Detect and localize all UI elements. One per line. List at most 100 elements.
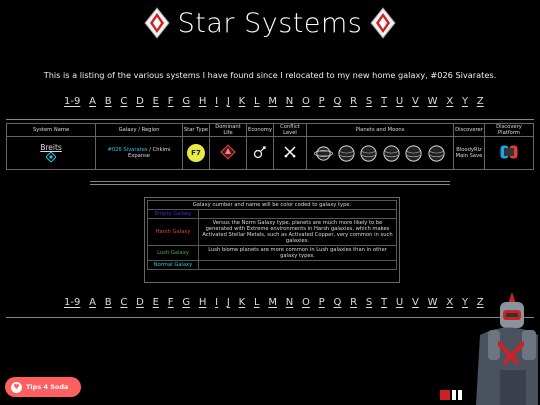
planet-icon[interactable] xyxy=(382,144,401,163)
col-discoverer: Discoverer xyxy=(453,123,485,137)
galaxy-region-cell: #026 Sivarates / Chkimi Expanse xyxy=(95,136,183,170)
economy-cell xyxy=(246,136,274,170)
alphabet-link[interactable]: K xyxy=(238,297,246,308)
alphabet-link[interactable]: V xyxy=(412,96,419,107)
region-separator: / xyxy=(147,147,153,153)
alphabet-link[interactable]: B xyxy=(104,96,112,107)
dominant-life-cell xyxy=(209,136,247,170)
planet-icon[interactable] xyxy=(359,144,378,163)
vykeen-icon xyxy=(220,144,236,160)
alphabet-link[interactable]: R xyxy=(350,96,358,107)
alphabet-link[interactable]: G xyxy=(182,96,191,107)
legend-desc: Versus the Norm Galaxy type, planets are… xyxy=(198,218,397,246)
alphabet-link[interactable]: N xyxy=(285,96,294,107)
alphabet-link[interactable]: B xyxy=(104,297,112,308)
alphabet-link[interactable]: P xyxy=(318,297,325,308)
region-name: Chkimi Expanse xyxy=(127,147,171,159)
tips-label: Tips 4 Soda xyxy=(26,383,69,391)
alphabet-link[interactable]: Z xyxy=(476,297,484,308)
planet-icon[interactable] xyxy=(337,144,356,163)
system-name-link[interactable]: Breits xyxy=(40,142,62,152)
legend-table: Galaxy number and name will be color cod… xyxy=(147,200,397,270)
alphabet-link[interactable]: C xyxy=(120,96,128,107)
alphabet-link[interactable]: I xyxy=(215,96,219,107)
page-title: Star Systems xyxy=(177,7,363,39)
alphabet-link[interactable]: E xyxy=(152,297,159,308)
planets-moons-cell xyxy=(306,136,454,170)
conflict-level-cell xyxy=(273,136,307,170)
legend-desc xyxy=(198,260,397,270)
alphabet-link[interactable]: H xyxy=(198,96,207,107)
col-galaxy-region: Galaxy / Region xyxy=(95,123,183,137)
alphabet-link[interactable]: F xyxy=(167,96,174,107)
alphabet-link[interactable]: N xyxy=(285,297,294,308)
table-header-row: System Name Galaxy / Region Star Type Do… xyxy=(6,123,534,137)
discoverer-save: Main Save xyxy=(455,153,483,159)
alphabet-link[interactable]: U xyxy=(395,96,404,107)
legend-header-row: Galaxy number and name will be color cod… xyxy=(147,200,397,210)
col-system-name: System Name xyxy=(6,123,96,137)
legend-label-lush: Lush Galaxy xyxy=(147,245,199,261)
alphabet-link[interactable]: Q xyxy=(333,96,342,107)
alphabet-link[interactable]: L xyxy=(253,96,260,107)
alphabet-link[interactable]: Z xyxy=(476,96,484,107)
alphabet-link[interactable]: X xyxy=(446,297,454,308)
alphabet-link[interactable]: Y xyxy=(461,96,469,107)
alphabet-link[interactable]: A xyxy=(89,96,96,107)
alphabet-link[interactable]: M xyxy=(268,96,277,107)
alphabet-link[interactable]: J xyxy=(226,96,230,107)
planet-icon[interactable] xyxy=(427,144,446,163)
alphabet-link[interactable]: S xyxy=(365,297,373,308)
ringed-planet-icon[interactable] xyxy=(313,144,333,163)
tips-button[interactable]: ♥ Tips 4 Soda xyxy=(5,377,81,397)
alphabet-link[interactable]: D xyxy=(136,297,144,308)
alphabet-link[interactable]: 1-9 xyxy=(64,297,81,308)
legend-row: Empty Galaxy xyxy=(147,209,397,219)
discovery-platform-cell xyxy=(484,136,534,170)
alphabet-link[interactable]: R xyxy=(350,297,358,308)
star-type-cell: F7 xyxy=(182,136,210,170)
switch-platform-icon xyxy=(500,145,518,159)
conflict-icon xyxy=(284,146,296,158)
alphabet-link[interactable]: E xyxy=(152,96,159,107)
alphabet-link[interactable]: W xyxy=(427,297,438,308)
alphabet-link[interactable]: H xyxy=(198,297,207,308)
alphabet-link[interactable]: O xyxy=(302,297,310,308)
alphabet-link[interactable]: X xyxy=(446,96,454,107)
alphabet-link[interactable]: P xyxy=(318,96,325,107)
atlas-diamond-icon xyxy=(144,7,170,39)
alphabet-link[interactable]: W xyxy=(427,96,438,107)
divider xyxy=(6,119,534,120)
galaxy-legend: Galaxy number and name will be color cod… xyxy=(144,197,400,283)
alphabet-link[interactable]: C xyxy=(120,297,128,308)
alphabet-link[interactable]: K xyxy=(238,96,246,107)
alphabet-link[interactable]: Q xyxy=(333,297,342,308)
alphabet-link[interactable]: D xyxy=(136,96,144,107)
alphabet-link[interactable]: I xyxy=(215,297,219,308)
coffee-cup-icon: ♥ xyxy=(11,381,22,393)
col-star-type: Star Type xyxy=(182,123,210,137)
alphabet-link[interactable]: T xyxy=(381,96,388,107)
alphabet-link[interactable]: T xyxy=(381,297,388,308)
brand-logo-icon xyxy=(440,390,462,400)
legend-header: Galaxy number and name will be color cod… xyxy=(147,200,397,210)
alphabet-link[interactable]: J xyxy=(226,297,230,308)
alphabet-link[interactable]: F xyxy=(167,297,174,308)
economy-icon xyxy=(253,146,266,159)
alphabet-link[interactable]: Y xyxy=(461,297,469,308)
alphabet-link[interactable]: A xyxy=(89,297,96,308)
col-economy: Economy xyxy=(246,123,274,137)
alphabet-link[interactable]: V xyxy=(412,297,419,308)
alphabet-link[interactable]: S xyxy=(365,96,373,107)
alphabet-link[interactable]: 1-9 xyxy=(64,96,81,107)
alphabet-link[interactable]: U xyxy=(395,297,404,308)
alphabet-link[interactable]: O xyxy=(302,96,310,107)
legend-label-empty: Empty Galaxy xyxy=(147,209,199,219)
galaxy-link[interactable]: #026 Sivarates xyxy=(107,147,148,153)
legend-row: Normal Galaxy xyxy=(147,260,397,270)
alphabet-link[interactable]: G xyxy=(182,297,191,308)
alphabet-link[interactable]: L xyxy=(253,297,260,308)
alphabet-link[interactable]: M xyxy=(268,297,277,308)
robot-character-image xyxy=(476,292,538,405)
planet-icon[interactable] xyxy=(404,144,423,163)
